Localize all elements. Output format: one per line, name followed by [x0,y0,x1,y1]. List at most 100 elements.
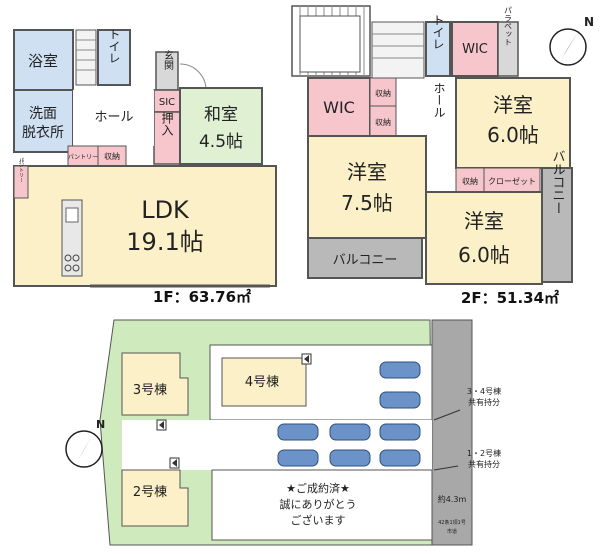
label-contract-2: 誠にありがとう [280,497,357,511]
label-road-width: 約4.3m [438,494,467,504]
room-bath-1f [13,29,74,91]
label-pantry-side-2: パントリー [18,158,24,183]
room-western-c [307,135,427,239]
label-storage-c: 収納 [462,176,478,186]
label-bath: 浴室 [28,52,58,70]
room-western-ne [455,77,571,169]
room-washroom [13,89,74,153]
stove-burner [64,254,72,262]
label-hall-1f: ホール [94,110,133,125]
compass-top: N [549,15,594,66]
floor-area-1f: 1F：63.76㎡ [153,288,251,306]
road [431,319,473,546]
label-shared34-1: 3・4号棟 [467,386,501,396]
label-closet: クローゼット [488,176,536,186]
label-parapet: パラペット [504,6,513,46]
room-storage-c [455,167,485,193]
room-ldk [13,165,277,287]
label-toilet-2f: トイレ [431,14,445,50]
label-road-type-1: 42条1項1号 [438,519,466,526]
stove-burner [72,264,80,272]
label-western-se-size: 6.0帖 [458,243,510,267]
balcony-right [541,167,573,283]
car-icon [329,423,371,441]
cars [277,361,421,467]
label-road-type-2: 市道 [447,528,457,535]
car-icon [379,391,421,409]
label-shared34-2: 共有持分 [468,397,500,407]
label-balcony-left: バルコニー [333,253,398,268]
label-washroom-1: 洗面 [29,106,57,122]
compass-letter-bottom: N [96,418,105,431]
label-western-c: 洋室 [347,160,387,184]
balcony-left [307,237,423,279]
roof-inner [299,15,361,73]
label-shared12-2: 共有持分 [468,459,500,469]
compass-ring [549,28,587,66]
building-lot3 [121,352,189,416]
room-toilet-1f [97,29,131,86]
car-icon [379,449,421,467]
car-icon [277,423,319,441]
sink [65,207,79,223]
label-ldk: LDK [141,196,190,224]
label-entrance: 玄関 [162,49,174,71]
room-hall-1f [73,90,154,146]
stair-1f [75,29,97,86]
label-storage-b: 収納 [375,117,391,127]
compass-arrow-icon [561,32,578,60]
site-plan: 約4.3m 42条1項1号 市道 3号棟 4号棟 2号棟 ★ご成約済★ 誠にあり… [99,319,501,546]
room-western-se [425,191,543,285]
building-lot2 [121,469,189,527]
compass-letter-top: N [584,15,594,29]
building-lot4 [221,357,307,407]
contracted-lot [211,469,433,541]
compass-arrow-icon [77,434,93,462]
arrow-icon [304,355,309,363]
label-storage-a: 収納 [375,88,391,98]
label-contract-3: ございます [291,513,346,527]
floor-plan-2f: トイレ WIC パラペット WIC 収納 収納 ホール 洋室 6.0帖 洋室 7… [291,5,573,307]
room-toilet-2f [425,21,451,77]
label-hall-2f: ホール [432,82,446,118]
label-western-c-size: 7.5帖 [341,191,393,215]
stove-burner [72,254,80,262]
room-pantry-side-overlay [13,165,29,199]
car-icon [379,361,421,379]
stove-burner [64,264,72,272]
leader-line [433,409,461,421]
label-balcony-right: バルコニー [550,150,566,215]
label-washitsu: 和室 [204,105,238,125]
car-icon [329,449,371,467]
label-western-se: 洋室 [464,209,504,233]
label-lot2: 2号棟 [133,485,167,500]
car-icon [277,449,319,467]
compass-ring [65,430,103,468]
leader-line [433,465,459,471]
label-washroom-2: 脱衣所 [22,125,64,141]
room-washitsu [179,87,263,165]
room-storage-a [369,77,397,107]
arrow-icon [172,459,177,467]
label-contract-1: ★ご成約済★ [286,481,350,495]
floor-plan-1f: 浴室 トイレ 玄関 SIC 押入 和室 4.5帖 洗面 脱衣所 ホール パントリ [13,28,277,306]
room-storage-b [369,105,397,137]
stair-2f [371,21,425,79]
label-lot4: 4号棟 [245,375,279,390]
door-arc [179,63,207,91]
label-washitsu-size: 4.5帖 [199,132,243,152]
label-western-ne: 洋室 [493,93,533,117]
label-sic: SIC [159,97,175,108]
arrow-icon [159,421,164,429]
parapet [497,21,519,77]
car-icon [379,423,421,441]
floor-area-2f: 2F：51.34㎡ [461,289,559,307]
label-ldk-size: 19.1帖 [126,228,203,256]
label-lot3: 3号棟 [133,383,167,398]
label-shared12-1: 1・2号棟 [467,448,501,458]
room-wic-small [451,21,499,77]
label-pantry-small: パントリー [68,154,98,161]
room-closet [483,167,541,193]
label-toilet-1f: トイレ [107,28,121,64]
